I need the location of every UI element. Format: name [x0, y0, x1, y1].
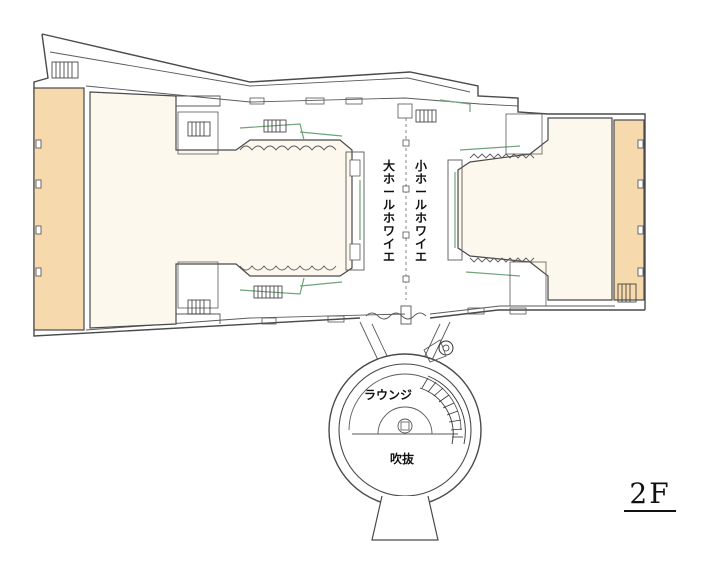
lounge-rotunda [328, 321, 482, 541]
large-hall-audience-area [89, 91, 353, 329]
small-hall [415, 99, 645, 307]
lounge-label: ラウンジ [364, 388, 412, 402]
atrium-label: 吹抜 [390, 451, 415, 466]
foyer-corridor [249, 97, 527, 325]
left-side-rooms [33, 87, 85, 331]
side-room-left [33, 87, 85, 331]
large-hall-foyer-label: 大ホールホワイエ [383, 158, 395, 264]
stair-top-left [51, 61, 79, 79]
floor-label: 2F [624, 478, 676, 512]
small-hall-foyer-label: 小ホールホワイエ [415, 158, 427, 264]
curved-stair [419, 375, 466, 445]
large-hall [89, 91, 365, 329]
